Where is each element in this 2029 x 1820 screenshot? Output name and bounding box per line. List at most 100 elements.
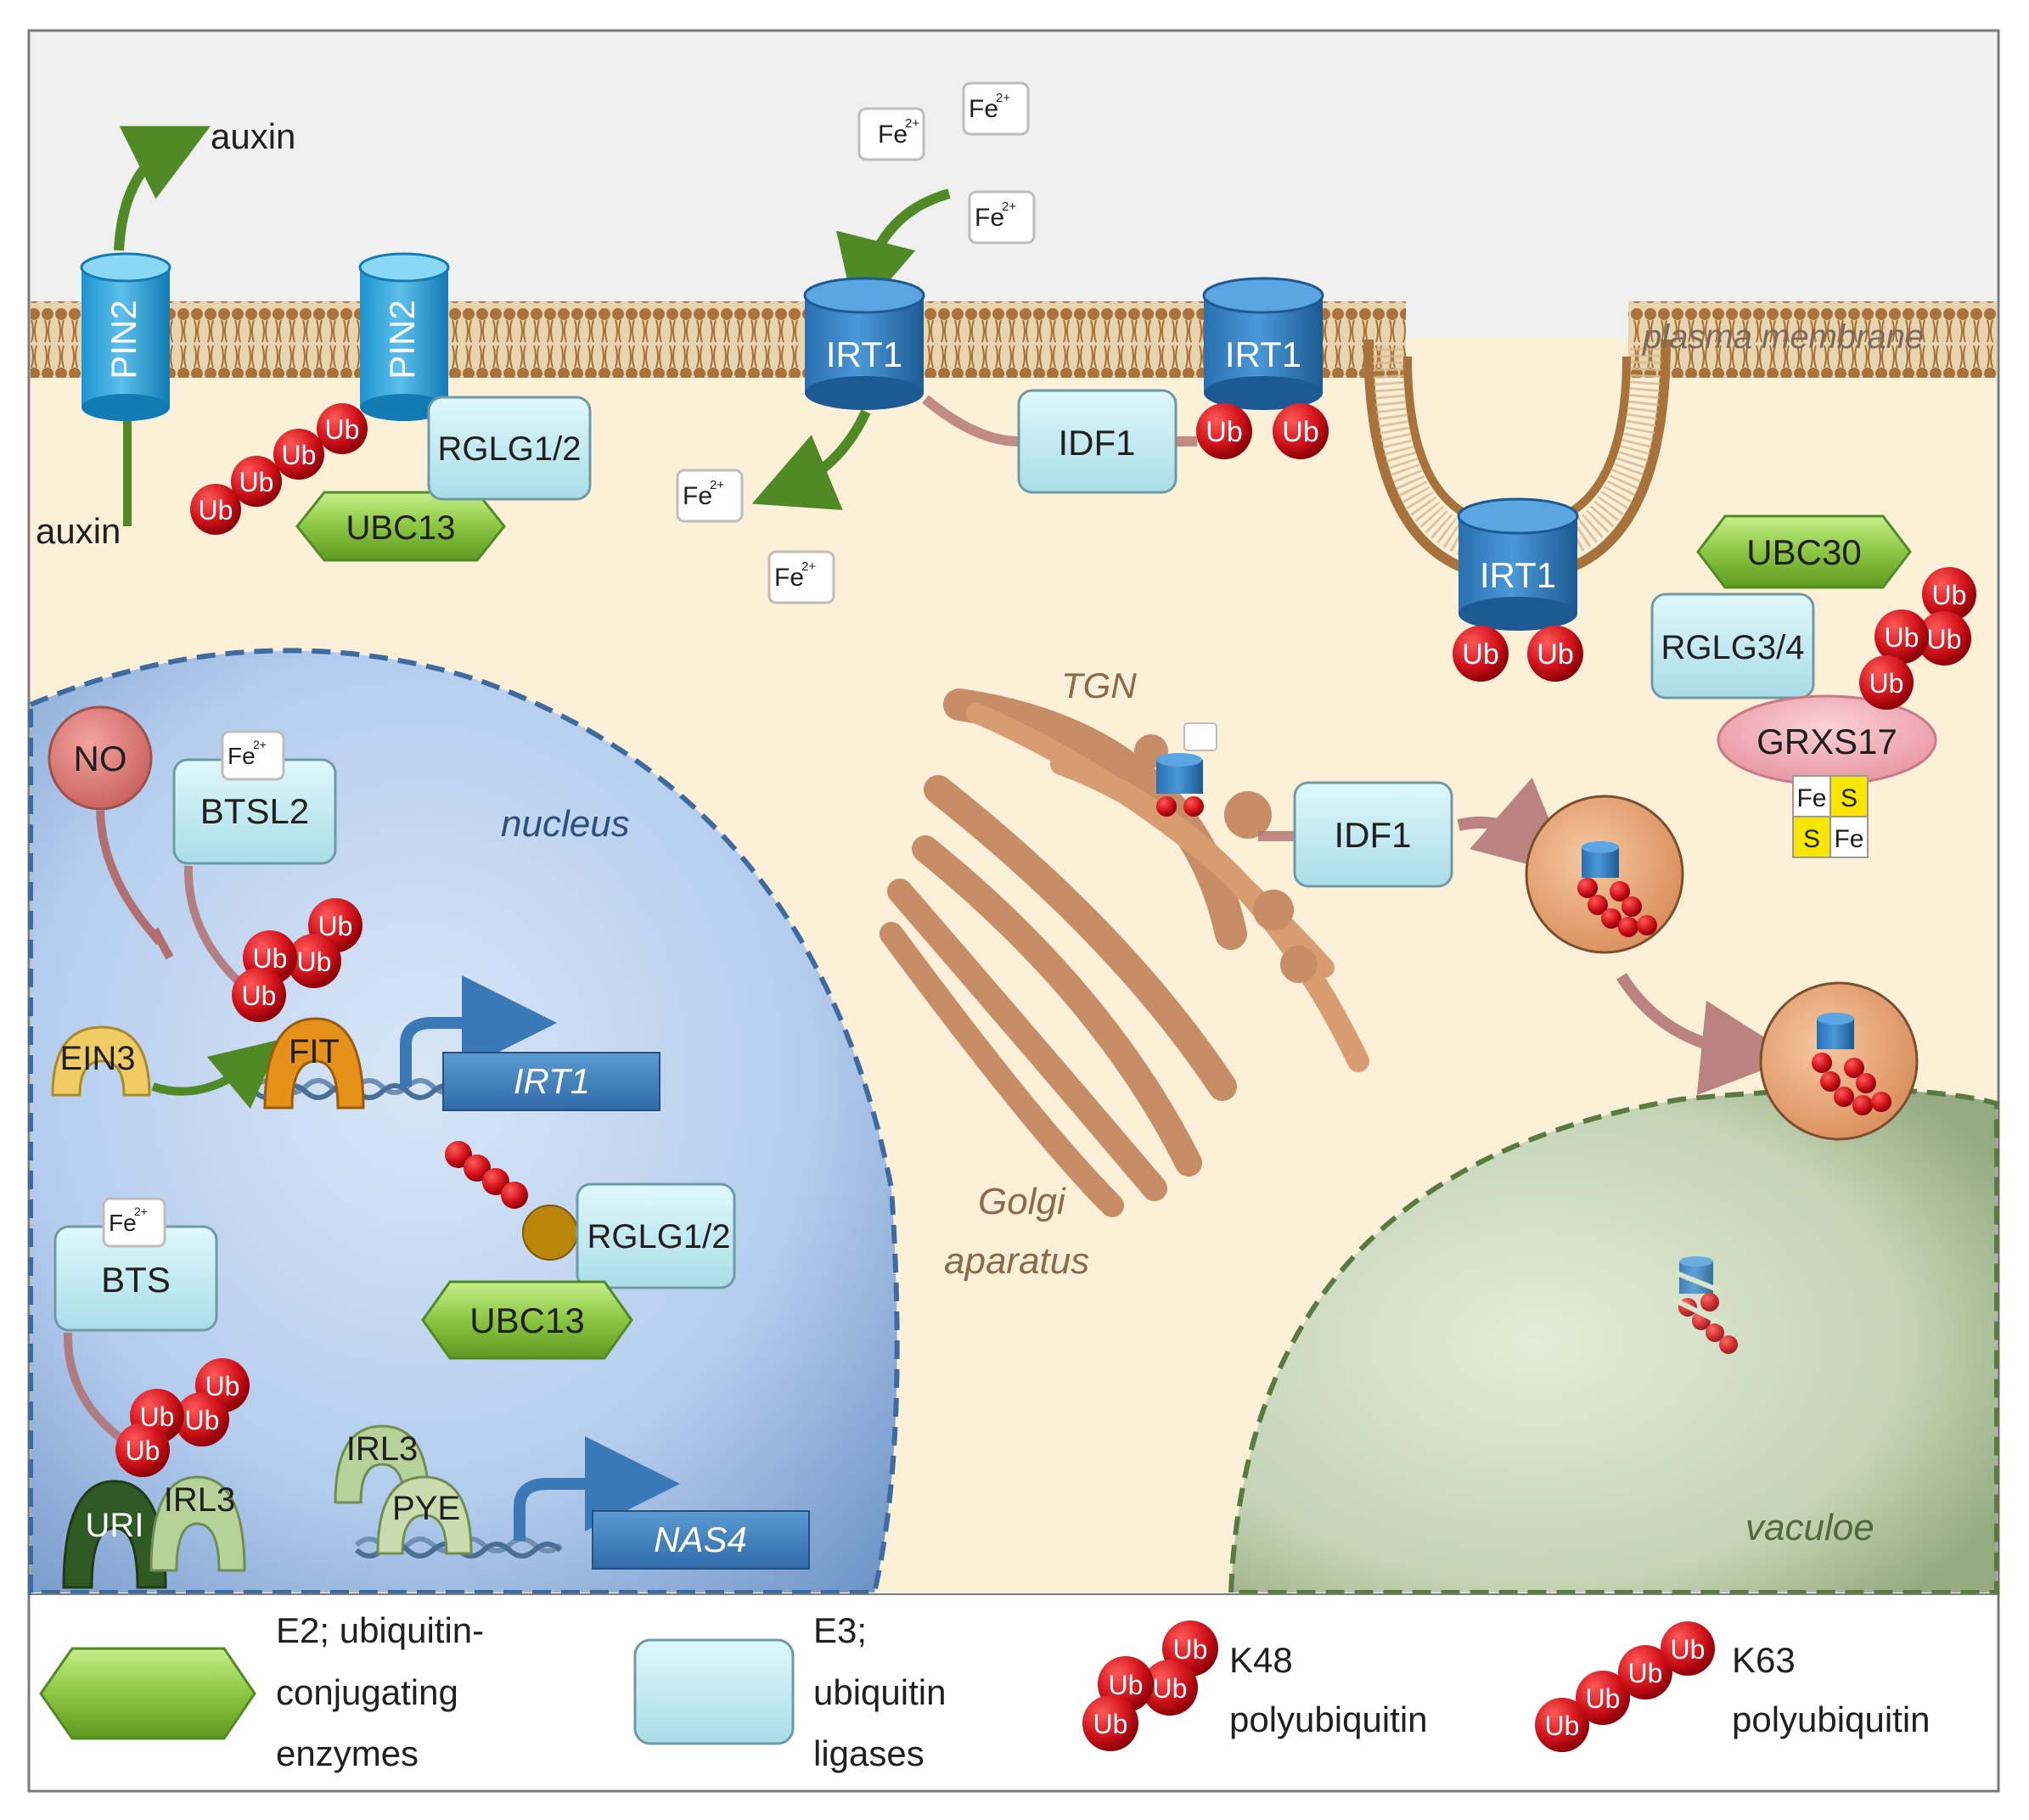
svg-text:Ub: Ub (1537, 638, 1573, 671)
ubc13-nuclear-label: UBC13 (469, 1300, 584, 1340)
irt1-gene-label: IRT1 (514, 1061, 590, 1101)
svg-text:Ub: Ub (1173, 1634, 1208, 1665)
iron-release-arrow (751, 409, 871, 510)
nucleus (28, 648, 900, 1595)
ubc30-label: UBC30 (1746, 532, 1861, 572)
pin2-transporter-2: PIN2 (358, 252, 450, 421)
endosome-vesicle-1 (1525, 795, 1684, 954)
nucleus-label: nucleus (501, 803, 630, 845)
nuclear-substrate (522, 1205, 578, 1261)
svg-text:2+: 2+ (253, 738, 267, 751)
legend-e2-line2: conjugating (276, 1672, 458, 1712)
ub-label: Ub (239, 467, 274, 497)
endosome-vesicle-2 (1759, 981, 1919, 1141)
golgi-vesicle (1224, 791, 1272, 839)
plasma-membrane-right (1628, 301, 1997, 378)
tgn-label: TGN (1061, 666, 1137, 705)
irt1-label-2: IRT1 (1225, 334, 1301, 374)
svg-text:Ub: Ub (205, 1371, 240, 1402)
svg-text:Ub: Ub (318, 911, 353, 941)
iron-uptake-arrow (836, 188, 951, 320)
svg-text:Fe: Fe (1796, 784, 1826, 812)
irt1-transporter-endocytosed: IRT1 Ub Ub (1453, 497, 1583, 682)
grxs17-protein: GRXS17 (1717, 694, 1937, 786)
ein3-activation-arrow (151, 1039, 281, 1109)
idf1-ligase-tgn: IDF1 (1293, 781, 1453, 888)
fit-k48-ubiquitin-chain: Ub Ub Ub Ub (232, 898, 363, 1022)
irt1-transporter-2: IRT1 (1202, 277, 1324, 410)
golgi-label-line1: Golgi (978, 1181, 1066, 1222)
bts-action-line (63, 1332, 130, 1447)
nas4-transcription-arrow (514, 1436, 680, 1541)
svg-text:Ub: Ub (1109, 1670, 1144, 1700)
fe-s-cluster: Fe S S Fe (1792, 775, 1869, 858)
svg-text:Ub: Ub (1093, 1709, 1128, 1739)
btsl2-ligase: BTSL2 (172, 758, 337, 865)
legend-e3-line3: ligases (813, 1733, 925, 1773)
trafficking-arrow-1 (1457, 777, 1573, 876)
irt1-label: IRT1 (826, 334, 902, 374)
golgi-vesicle (1253, 890, 1294, 930)
legend-e3-line1: E3; (813, 1610, 867, 1650)
svg-text:Fe: Fe (969, 95, 998, 123)
apoplast-area (31, 32, 1997, 338)
rglg12-ligase-membrane: RGLG1/2 (427, 396, 592, 501)
svg-text:Fe: Fe (683, 482, 712, 510)
membrane-label: plasma membrane (1642, 318, 1924, 356)
svg-text:Ub: Ub (1869, 668, 1904, 699)
fe-ion: Fe 2+ (968, 190, 1036, 244)
no-inhibition-bar (150, 927, 174, 960)
btsl2-action-line (183, 865, 245, 988)
auxin-top-label: auxin (211, 116, 295, 156)
idf1-label: IDF1 (1058, 423, 1135, 463)
ub-label: Ub (282, 440, 317, 470)
irt1-transcription-arrow (400, 975, 557, 1087)
grxs17-k48-ubiquitin-chain: Ub Ub Ub Ub (1859, 567, 1976, 710)
fe-ion: Fe 2+ (962, 81, 1030, 136)
legend-k48-line1: K48 (1229, 1640, 1293, 1680)
fe-ion-bts: Fe 2+ (102, 1197, 166, 1248)
svg-text:Ub: Ub (1545, 1710, 1580, 1741)
ub-label: Ub (325, 414, 360, 445)
idf1-action-arrow (922, 395, 1020, 447)
no-inhibition-line (96, 810, 163, 946)
no-label: NO (74, 739, 127, 778)
uri-transcription-factor: URI (62, 1480, 167, 1589)
nas4-gene: NAS4 (592, 1510, 810, 1570)
irl3-label-2: IRL3 (346, 1430, 419, 1468)
legend-e3-swatch (633, 1638, 795, 1745)
rglg12-ligase-nucleus: RGLG1/2 (576, 1182, 736, 1289)
svg-text:Ub: Ub (126, 1435, 160, 1466)
svg-text:Fe: Fe (975, 204, 1004, 232)
ein3-label: EIN3 (60, 1040, 136, 1077)
idf1-ligase-membrane: IDF1 (1017, 389, 1177, 494)
svg-text:Ub: Ub (1462, 638, 1498, 671)
svg-text:2+: 2+ (905, 116, 919, 131)
fit-label: FIT (289, 1033, 340, 1070)
legend-k63-line2: polyubiquitin (1732, 1699, 1931, 1739)
ubc30-enzyme: UBC30 (1696, 514, 1912, 589)
svg-text:Fe: Fe (228, 743, 256, 769)
svg-text:Ub: Ub (1206, 416, 1242, 448)
svg-text:Ub: Ub (253, 943, 288, 974)
irl3-transcription-factor-1: IRL3 (149, 1475, 246, 1572)
rglg12-nuclear-label: RGLG1/2 (587, 1218, 731, 1255)
fe-ion: Fe 2+ (767, 550, 835, 604)
legend-e3-line2: ubiquitin (813, 1672, 946, 1712)
fe-ion: Fe 2+ (676, 469, 744, 523)
tgn-irt1-cargo (1156, 722, 1217, 817)
svg-text:Ub: Ub (1927, 624, 1962, 654)
legend-e2-line1: E2; ubiquitin- (276, 1610, 484, 1650)
svg-text:2+: 2+ (801, 559, 816, 574)
legend-e2: E2; ubiquitin- conjugating enzymes (39, 1610, 484, 1773)
plasma-membrane-left (31, 301, 1406, 378)
ub-label: Ub (199, 495, 233, 525)
btsl2-label: BTSL2 (200, 791, 309, 831)
rglg34-label: RGLG3/4 (1661, 629, 1805, 666)
svg-text:Ub: Ub (1671, 1634, 1706, 1665)
legend-k63: Ub Ub Ub Ub K63 polyubiquitin (1535, 1621, 1931, 1752)
fe-ion-btsl2: Fe 2+ (221, 730, 285, 781)
legend-e2-swatch (39, 1647, 256, 1740)
pin2-k63-ubiquitin-chain: Ub Ub Ub Ub (190, 403, 368, 535)
pye-transcription-factor: PYE (376, 1475, 473, 1555)
